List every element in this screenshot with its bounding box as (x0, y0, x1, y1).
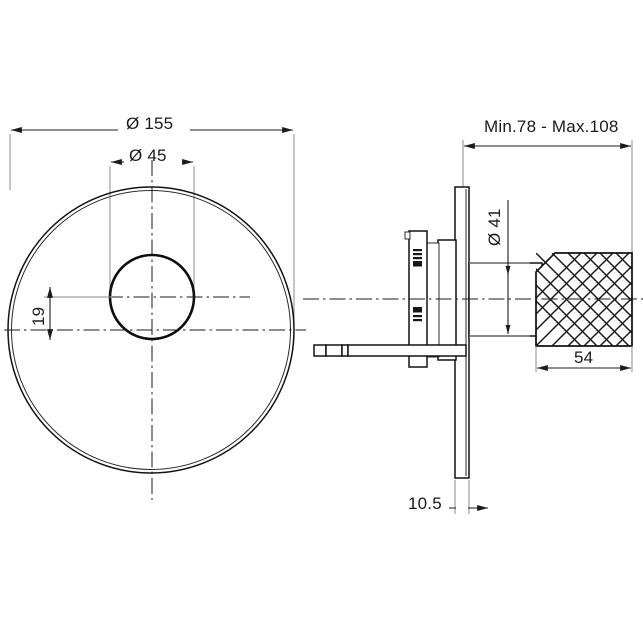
cartridge-mark-3 (413, 257, 422, 260)
valve-hub-collar (426, 242, 440, 358)
knurled-handle-outline (535, 252, 633, 347)
cartridge-mark-1 (413, 249, 422, 252)
dimension-handle-diameter: Ø 41 (469, 193, 530, 337)
cartridge-mark-5 (413, 307, 422, 313)
dimension-label-projection-range: Min.78 - Max.108 (484, 117, 619, 136)
inlet-shank (347, 344, 467, 357)
dimension-label-handle-length: 54 (574, 348, 593, 367)
dimension-plate-thickness: 10.5 (405, 480, 488, 514)
dimension-label-hole-diameter: Ø 45 (129, 146, 167, 165)
cartridge-mark-2 (413, 253, 422, 256)
cartridge-mark-7 (413, 319, 422, 322)
cartridge-tab (404, 231, 411, 240)
spindle-shaft (468, 262, 543, 337)
dimension-label-plate-diameter: Ø 155 (126, 114, 173, 133)
cartridge-mark-6 (413, 315, 422, 318)
dimension-label-handle-diameter: Ø 41 (485, 208, 504, 246)
inlet-spacer (325, 344, 343, 357)
dimension-label-plate-thickness: 10.5 (408, 494, 442, 513)
dimension-handle-length: 54 (535, 346, 633, 372)
dimension-projection-range: Min.78 - Max.108 (462, 117, 633, 258)
valve-hub-body (437, 239, 457, 361)
dimension-plate-diameter: Ø 155 (9, 114, 295, 330)
inlet-rib (341, 344, 349, 357)
dimension-label-hole-offset: 19 (29, 307, 48, 326)
side-view: Min.78 - Max.108 (303, 117, 643, 514)
dimension-hole-diameter: Ø 45 (109, 146, 195, 300)
cartridge-mark-4 (413, 261, 422, 267)
dimension-hole-offset: 19 (29, 287, 112, 340)
escutcheon-side-profile (454, 186, 470, 479)
front-view: Ø 155 Ø 45 (4, 114, 306, 500)
inlet-end-cap (313, 344, 327, 357)
